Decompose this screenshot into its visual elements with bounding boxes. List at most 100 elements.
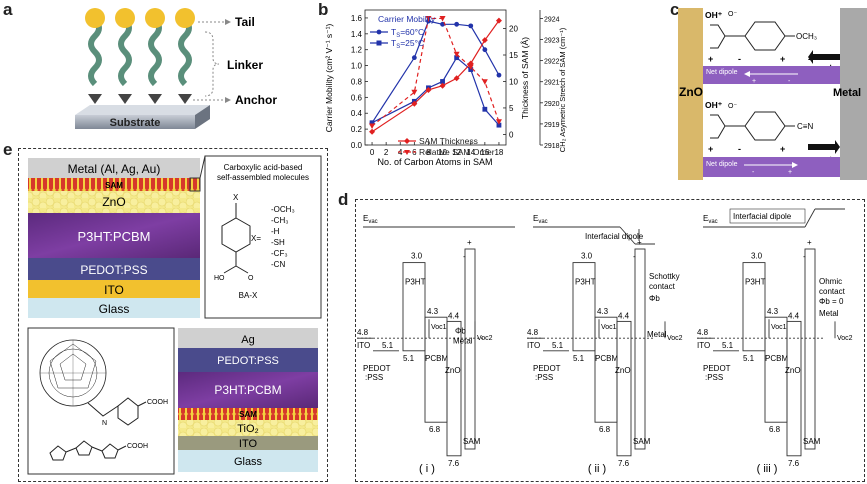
pcbm-label: PCBM xyxy=(595,354,618,363)
svg-text:-H: -H xyxy=(271,227,280,236)
voc2-label: Voc2 xyxy=(477,335,493,342)
zno-cb-value: 4.4 xyxy=(618,311,630,320)
x-axis-label: No. of Carbon Atoms in SAM xyxy=(377,157,492,167)
y-right1-tick-label: 5 xyxy=(509,104,514,113)
layer-pedot-bottom: PEDOT:PSS xyxy=(217,355,279,367)
panel-a-label: a xyxy=(3,0,13,19)
data-point xyxy=(425,86,432,93)
dipole-arrow-bottom xyxy=(808,140,840,154)
p3ht-box xyxy=(572,262,596,352)
sam-label: SAM xyxy=(463,437,481,446)
data-point xyxy=(439,82,446,89)
data-point xyxy=(411,100,418,107)
pcbm-label: PCBM xyxy=(765,354,788,363)
data-point xyxy=(496,72,502,78)
y-right2-tick-label: 2924 xyxy=(544,16,560,23)
x-tick-label: 16 xyxy=(480,148,489,157)
schottky-label-2: contact xyxy=(649,282,676,291)
data-point xyxy=(369,120,375,126)
y-left-tick-label: 0.0 xyxy=(351,141,363,150)
substrate-top xyxy=(75,105,210,115)
zno-cb-value: 4.4 xyxy=(788,311,800,320)
zno-vb-value: 7.6 xyxy=(448,459,460,468)
evac-label: Evac xyxy=(533,214,548,225)
layer-sam-bottom: SAM xyxy=(239,410,257,419)
pcbm-lumo-value: 4.3 xyxy=(427,307,439,316)
metal-label: Metal xyxy=(819,309,839,318)
panel-e-frame xyxy=(18,148,328,482)
linker-label: Linker xyxy=(227,58,263,72)
net-dipole-top xyxy=(703,66,840,84)
zno-label: ZnO xyxy=(679,85,703,99)
data-point xyxy=(495,119,502,125)
y-left-tick-label: 0.4 xyxy=(351,109,363,118)
p3ht-lumo-value: 3.0 xyxy=(581,252,593,261)
layer-ito-top: ITO xyxy=(104,283,124,297)
layer-glass-top: Glass xyxy=(99,302,130,316)
legend-sam-order: Relative SAM Order xyxy=(398,147,495,157)
svg-text:Relative SAM Order: Relative SAM Order xyxy=(419,147,495,157)
substrate-label: Substrate xyxy=(110,117,161,129)
interfacial-dipole-box xyxy=(729,208,806,224)
pedot-value: 5.1 xyxy=(722,341,734,350)
molecule-name: BA-X xyxy=(239,291,258,300)
data-point xyxy=(411,55,417,61)
y-right1-tick-label: 0 xyxy=(509,130,514,139)
metal-label: Metal xyxy=(833,87,861,99)
layer-tio2: TiO₂ xyxy=(237,423,259,435)
device-stack-inverted: Metal (Al, Ag, Au) SAM ZnO P3HT:PCBM PED… xyxy=(28,158,200,318)
ito-value: 4.8 xyxy=(357,328,369,337)
svg-text:-CN: -CN xyxy=(271,260,285,269)
vacuum-rise xyxy=(804,208,816,228)
sam-plus: + xyxy=(637,238,642,247)
substrate xyxy=(75,115,195,129)
layer-metal: Metal (Al, Ag, Au) xyxy=(68,162,161,176)
series-line-2 xyxy=(371,20,500,133)
x-tick-label: 12 xyxy=(452,148,461,157)
panel-e-devices: Metal (Al, Ag, Au) SAM ZnO P3HT:PCBM PED… xyxy=(27,155,322,475)
svg-text:X=: X= xyxy=(251,234,261,243)
data-point xyxy=(439,15,446,22)
p3ht-label: P3HT xyxy=(745,278,766,287)
voc2-label: Voc2 xyxy=(837,335,853,342)
x-tick-label: 18 xyxy=(494,148,503,157)
molecule-title-2: self-assembled molecules xyxy=(217,173,309,182)
molecule-title-1: Carboxylic acid-based xyxy=(224,163,303,172)
svg-text:O⁻: O⁻ xyxy=(728,11,737,18)
data-point xyxy=(467,64,474,70)
sam-slab xyxy=(804,248,816,450)
cn-label: C≡N xyxy=(797,122,813,131)
pcbm-homo-value: 6.8 xyxy=(599,425,611,434)
sam-plus: + xyxy=(467,238,472,247)
svg-text:-CF₃: -CF₃ xyxy=(271,249,288,258)
data-point xyxy=(468,23,474,29)
pedot-value: 5.1 xyxy=(382,341,394,350)
net-dipole-bottom xyxy=(703,157,840,177)
data-point xyxy=(482,106,488,112)
data-point xyxy=(369,123,376,130)
svg-text:-: - xyxy=(752,169,755,176)
svg-text:+: + xyxy=(708,144,713,154)
series-line-1 xyxy=(371,56,500,126)
anchor-label: Anchor xyxy=(235,93,277,107)
svg-text:+: + xyxy=(788,169,792,176)
data-point xyxy=(453,75,460,82)
x-tick-label: 14 xyxy=(466,148,475,157)
ito-label: ITO xyxy=(527,341,540,350)
sam-molecules xyxy=(85,8,195,104)
layer-ito-bottom: ITO xyxy=(239,438,258,450)
data-point xyxy=(453,51,460,58)
data-point xyxy=(496,122,502,128)
y-right2-tick-label: 2922 xyxy=(544,59,560,66)
voc1-label: Voc1 xyxy=(601,324,617,331)
layer-glass-bottom: Glass xyxy=(234,456,263,468)
y-right2-tick-label: 2918 xyxy=(544,143,560,150)
phi-b-label: Φb xyxy=(649,294,660,303)
data-point xyxy=(482,47,488,53)
metal-label: Metal xyxy=(647,330,667,339)
p3ht-label: P3HT xyxy=(405,278,426,287)
tail-label: Tail xyxy=(235,15,255,29)
y-right2-tick-label: 2919 xyxy=(544,122,560,129)
data-point xyxy=(369,128,376,135)
